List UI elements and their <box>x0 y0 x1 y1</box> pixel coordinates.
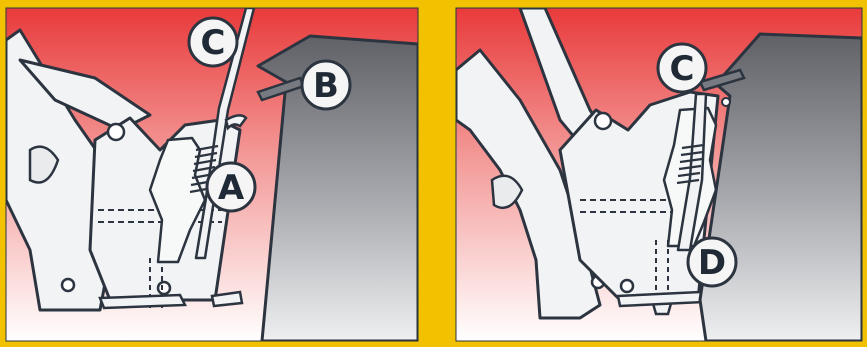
frame-pivot-lower <box>62 279 74 291</box>
bracket-pivot-lower <box>158 282 170 294</box>
callout-d: D <box>688 238 736 286</box>
label-c: C <box>670 49 695 89</box>
callout-a: A <box>207 163 255 211</box>
callout-c-right: C <box>658 44 706 92</box>
left-panel: C B A <box>6 8 418 341</box>
callout-c-left: C <box>189 18 237 66</box>
bracket-pivot-upper <box>595 113 611 129</box>
right-panel: C D <box>456 8 862 341</box>
callout-b: B <box>302 61 350 109</box>
attachment-lip <box>212 292 242 306</box>
bracket-pivot-lower <box>621 280 633 292</box>
top-border <box>0 0 867 4</box>
label-d: D <box>698 243 726 283</box>
bracket-pivot-upper <box>108 124 124 140</box>
bracket-foot <box>100 295 185 308</box>
label-a: A <box>218 168 245 208</box>
label-b: B <box>313 66 339 106</box>
label-c: C <box>201 23 226 63</box>
lug-pivot <box>722 98 730 106</box>
